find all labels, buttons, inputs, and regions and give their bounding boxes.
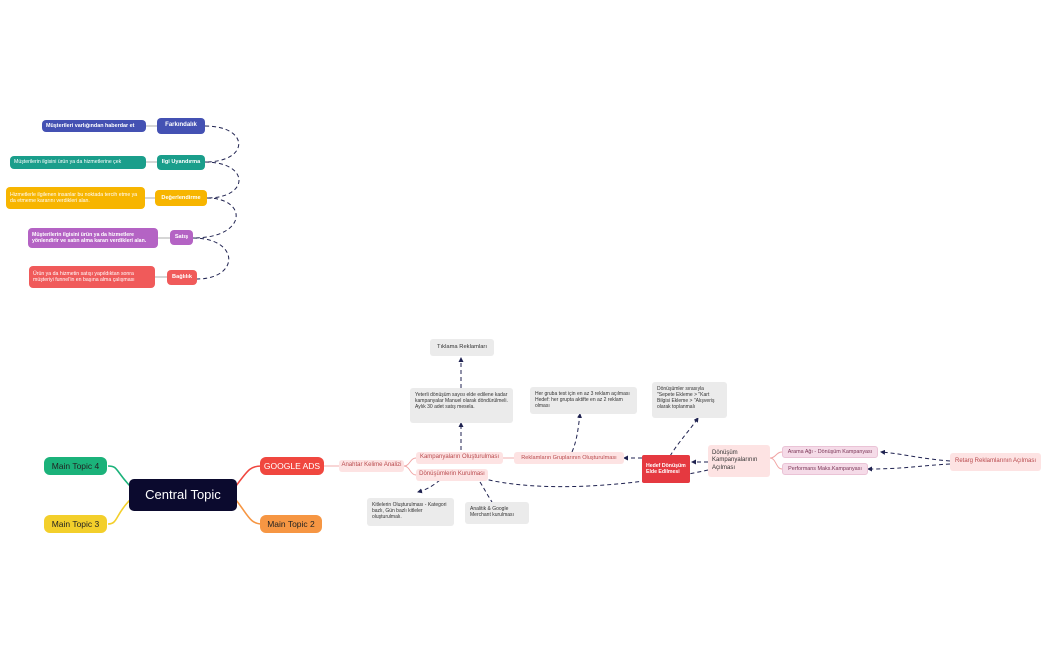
reklam-gruplari-node[interactable]: Reklamların Gruplarının Oluşturulması <box>514 452 624 464</box>
funnel-stage-farkindalik[interactable]: Farkındalık <box>157 118 205 134</box>
branch-topic3 <box>107 499 131 525</box>
hedef-donusum-node[interactable]: Hedef Dönüşüm Elde Edilmesi <box>642 455 690 483</box>
funnel-desc-farkindalik[interactable]: Müşterileri varlığından haberdar et <box>42 120 146 132</box>
analitik-merchant-note[interactable]: Analitik & Google Merchant kurulması <box>465 502 529 524</box>
tiklama-reklamlari-note[interactable]: Tıklama Reklamları <box>430 339 494 356</box>
central-topic[interactable]: Central Topic <box>129 479 237 511</box>
funnel-desc-degerlendirme[interactable]: Hizmetlerle ilgilenen insanlar bu noktad… <box>6 187 145 209</box>
google-ads-topic[interactable]: GOOGLE ADS <box>260 457 324 475</box>
retarg-reklam-node[interactable]: Retarg Reklamlarının Açılması <box>950 453 1041 471</box>
funnel-link-2 <box>204 161 240 199</box>
funnel-stage-ilgi[interactable]: Ilgi Uyandırma <box>157 155 205 170</box>
donusum-kurulum-node[interactable]: Dönüşümlerin Kurulması <box>416 469 488 481</box>
main-topic-3[interactable]: Main Topic 3 <box>44 515 107 533</box>
branch-topic2 <box>235 499 263 525</box>
funnel-link-4 <box>192 237 230 280</box>
kampanya-olusturma-node[interactable]: Kampanyaların Oluşturulması <box>416 452 503 464</box>
donusum-sirasi-note[interactable]: Dönüşümler sırasıyla "Sepete Ekleme > "K… <box>652 382 727 418</box>
kitle-olusturma-note[interactable]: Kitlelerin Oluşturulması - Kategori bazl… <box>367 498 454 526</box>
funnel-desc-baglilik[interactable]: Ürün ya da hizmetin satışı yapıldıktan s… <box>29 266 155 288</box>
manuel-donus-note[interactable]: Yeterli dönüşüm sayısı elde edilene kada… <box>410 388 513 423</box>
anahtar-kelime-node[interactable]: Anahtar Kelime Analizi <box>339 460 404 472</box>
funnel-link-1 <box>204 125 240 163</box>
branch-topic4 <box>107 465 131 487</box>
grup-reklam-note[interactable]: Her gruba test için en az 3 reklam açılm… <box>530 387 637 414</box>
arama-agi-node[interactable]: Arama Ağı - Dönüşüm Kampanyası <box>782 446 878 458</box>
funnel-stage-baglilik[interactable]: Bağlılık <box>167 270 197 285</box>
funnel-desc-ilgi[interactable]: Müşterilerin ilgisini ürün ya da hizmetl… <box>10 156 146 169</box>
branch-ads <box>235 465 263 487</box>
funnel-desc-satis[interactable]: Müşterilerin ilgisini ürün ya da hizmetl… <box>28 228 158 248</box>
funnel-stage-satis[interactable]: Satış <box>170 230 193 245</box>
funnel-stage-degerlendirme[interactable]: Değerlendirme <box>155 190 207 206</box>
performans-maks-node[interactable]: Performans Maks.Kampanyası <box>782 463 868 475</box>
donusum-kampanyalari-node[interactable]: Dönüşüm Kampanyalarının Açılması <box>708 445 770 477</box>
main-topic-2[interactable]: Main Topic 2 <box>260 515 322 533</box>
main-topic-4[interactable]: Main Topic 4 <box>44 457 107 475</box>
